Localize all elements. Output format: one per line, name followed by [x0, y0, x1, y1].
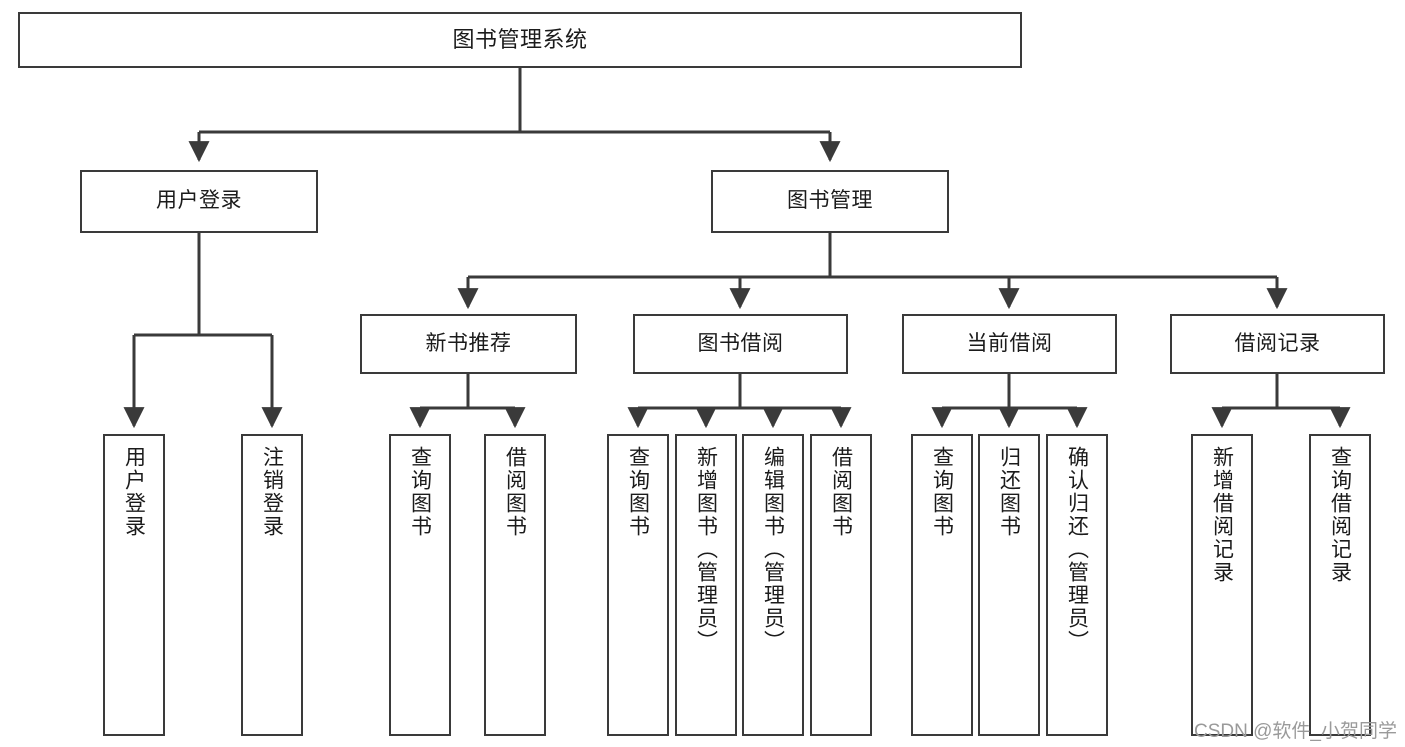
leaf-query-books-recommendation[interactable]: 查询图书 — [389, 434, 451, 736]
node-label: 新增借阅记录 — [1210, 446, 1234, 584]
csdn-watermark: CSDN @软件_小贺同学 — [1194, 721, 1397, 742]
leaf-edit-book-admin[interactable]: 编辑图书（管理员） — [742, 434, 804, 736]
node-label: 借阅记录 — [1234, 331, 1321, 355]
node-label: 图书管理 — [787, 189, 873, 213]
node-label: 用户登录 — [122, 446, 146, 538]
node-label: 确认归还（管理员） — [1065, 446, 1089, 653]
leaf-query-books-current[interactable]: 查询图书 — [911, 434, 973, 736]
node-label: 查询图书 — [930, 446, 954, 538]
node-label: 图书借阅 — [697, 331, 784, 355]
node-label: 用户登录 — [156, 189, 242, 213]
node-label: 查询图书 — [408, 446, 432, 538]
leaf-return-books[interactable]: 归还图书 — [978, 434, 1040, 736]
leaf-query-books-borrowing[interactable]: 查询图书 — [607, 434, 669, 736]
node-label: 当前借阅 — [966, 331, 1053, 355]
node-book-borrowing[interactable]: 图书借阅 — [633, 314, 848, 374]
node-book-management[interactable]: 图书管理 — [711, 170, 949, 233]
leaf-borrow-books-recommendation[interactable]: 借阅图书 — [484, 434, 546, 736]
leaf-add-borrowing-record[interactable]: 新增借阅记录 — [1191, 434, 1253, 736]
node-label: 查询借阅记录 — [1328, 446, 1352, 584]
node-label: 编辑图书（管理员） — [761, 446, 785, 653]
node-label: 归还图书 — [997, 446, 1021, 538]
node-label: 新增图书（管理员） — [694, 446, 718, 653]
leaf-query-borrowing-record[interactable]: 查询借阅记录 — [1309, 434, 1371, 736]
node-new-book-recommendation[interactable]: 新书推荐 — [360, 314, 577, 374]
node-label: 借阅图书 — [829, 446, 853, 538]
leaf-confirm-return-admin[interactable]: 确认归还（管理员） — [1046, 434, 1108, 736]
leaf-add-book-admin[interactable]: 新增图书（管理员） — [675, 434, 737, 736]
node-label: 图书管理系统 — [452, 27, 588, 53]
leaf-user-login[interactable]: 用户登录 — [103, 434, 165, 736]
node-label: 新书推荐 — [425, 331, 512, 355]
leaf-borrow-books-borrowing[interactable]: 借阅图书 — [810, 434, 872, 736]
node-root-book-management-system[interactable]: 图书管理系统 — [18, 12, 1022, 68]
node-borrowing-records[interactable]: 借阅记录 — [1170, 314, 1385, 374]
node-label: 借阅图书 — [503, 446, 527, 538]
node-label: 注销登录 — [260, 446, 284, 538]
node-user-login[interactable]: 用户登录 — [80, 170, 318, 233]
leaf-logout[interactable]: 注销登录 — [241, 434, 303, 736]
node-current-borrowing[interactable]: 当前借阅 — [902, 314, 1117, 374]
node-label: 查询图书 — [626, 446, 650, 538]
